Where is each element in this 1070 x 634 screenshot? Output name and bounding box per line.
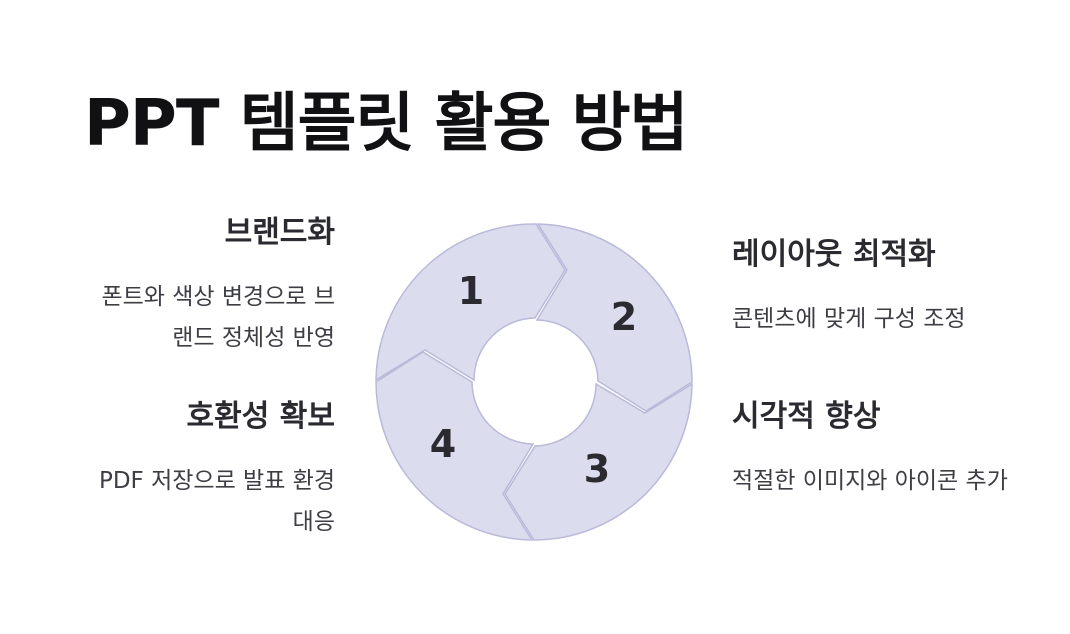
step-1-text: 브랜드화 폰트와 색상 변경으로 브랜드 정체성 반영 xyxy=(85,216,335,359)
step-4-description: PDF 저장으로 발표 환경 대응 xyxy=(98,468,335,535)
step-1-description: 폰트와 색상 변경으로 브랜드 정체성 반영 xyxy=(101,284,335,351)
step-2-number: 2 xyxy=(611,295,637,339)
step-2-text: 레이아웃 최적화 콘텐츠에 맞게 구성 조정 xyxy=(732,238,1022,340)
cycle-diagram: 1 2 3 4 xyxy=(375,223,693,541)
cycle-segment-1 xyxy=(375,223,566,382)
step-4-text: 호환성 확보 PDF 저장으로 발표 환경 대응 xyxy=(85,400,335,543)
cycle-segment-2 xyxy=(535,223,693,412)
cycle-segment-3 xyxy=(504,382,693,541)
step-1-title: 브랜드화 xyxy=(224,215,335,250)
step-3-text: 시각적 향상 적절한 이미지와 아이콘 추가 xyxy=(732,400,1022,502)
step-4-title: 호환성 확보 xyxy=(186,399,335,434)
cycle-segment-4 xyxy=(375,351,535,541)
step-1-number: 1 xyxy=(458,269,484,313)
step-3-description: 적절한 이미지와 아이콘 추가 xyxy=(732,468,1008,494)
step-3-number: 3 xyxy=(584,447,610,491)
step-2-description: 콘텐츠에 맞게 구성 조정 xyxy=(732,306,966,332)
step-2-title: 레이아웃 최적화 xyxy=(732,237,936,272)
step-4-number: 4 xyxy=(430,422,456,466)
page-title: PPT 템플릿 활용 방법 xyxy=(84,87,688,161)
step-3-title: 시각적 향상 xyxy=(732,399,881,434)
